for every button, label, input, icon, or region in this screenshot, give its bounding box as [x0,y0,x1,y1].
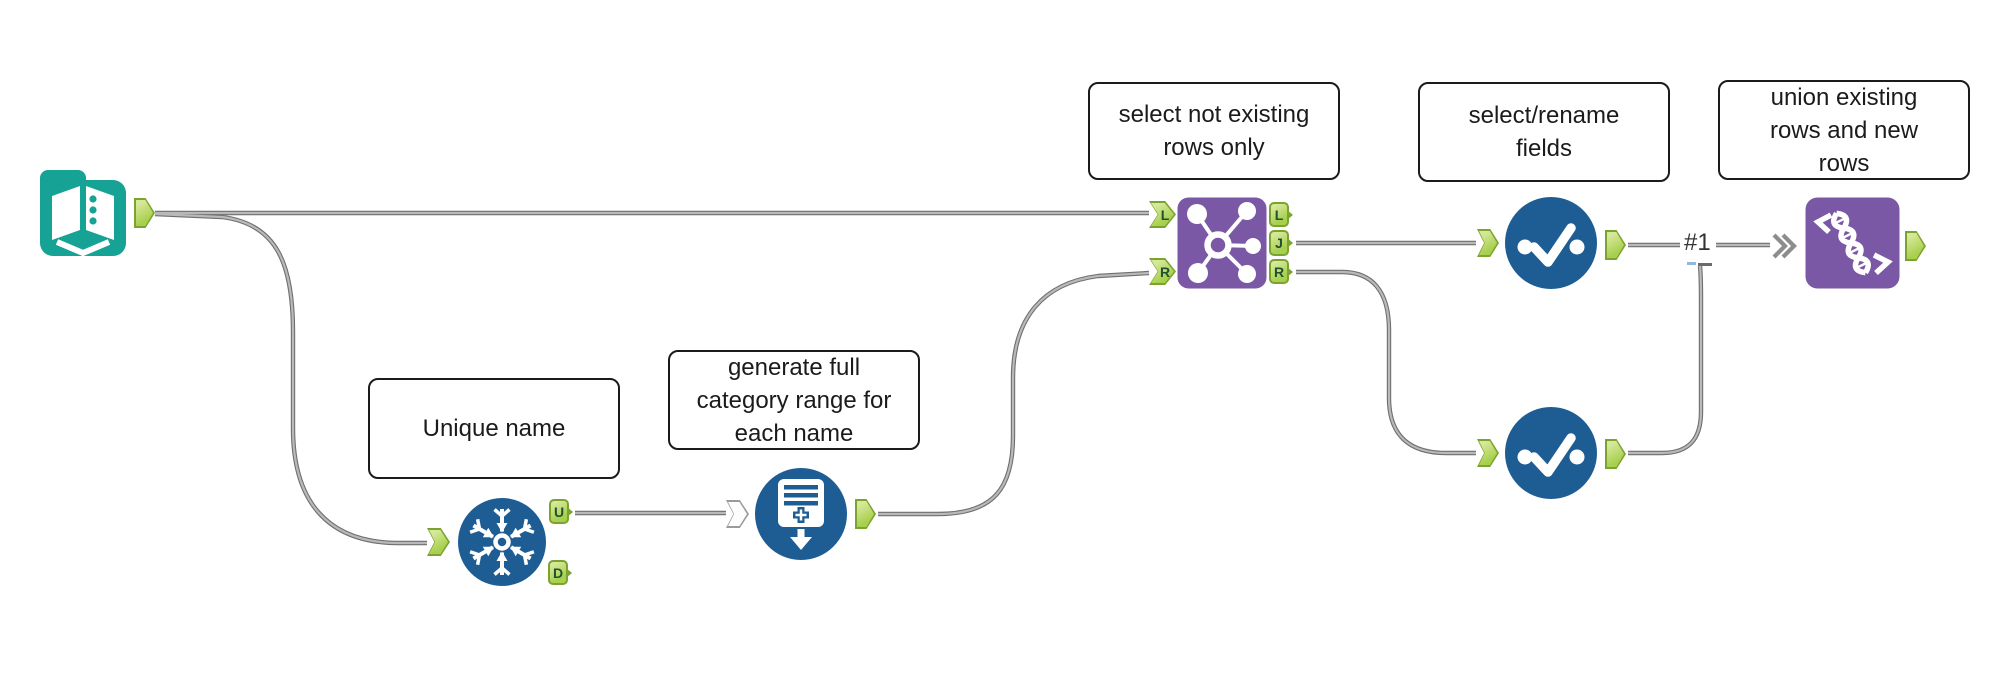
port-generate-rows-input[interactable] [726,500,749,528]
annotation-line: union existing [1770,83,1918,111]
port-letter: L [1274,206,1284,223]
port-unique-output-u[interactable]: U [549,499,569,524]
network-join-icon [1177,197,1267,289]
annotation-line: rows and new [1769,116,1919,144]
dash-mark [1698,263,1712,266]
connection-select2-to-union[interactable] [1626,264,1703,455]
annotation-generate-rows[interactable]: generate full category range for each na… [668,350,920,450]
annotation-line: select not existing [1118,101,1310,128]
annotation-line: category range for [696,386,892,414]
annotation-line: rows only [1163,134,1265,161]
port-letter: R [1273,263,1285,280]
annotation-join[interactable]: select not existing rows only [1088,82,1340,180]
port-select-1-output[interactable] [1605,230,1626,260]
port-letter: R [1159,263,1171,280]
tool-input-data[interactable] [38,168,128,258]
tool-select-2[interactable] [1504,406,1598,500]
tool-generate-rows[interactable] [754,467,848,561]
checkmark-dots-icon [1505,407,1597,499]
double-chevron-icon [1772,233,1797,259]
dna-helix-icon [1805,197,1900,289]
annotation-unique-name[interactable]: Unique name [368,378,620,479]
port-unique-input[interactable] [427,528,450,556]
port-unique-output-d[interactable]: D [548,560,568,585]
snowflake-icon [458,498,546,586]
port-select-2-input[interactable] [1477,439,1499,467]
wire-underlay [1296,272,1476,453]
port-join-output-r[interactable]: R [1269,259,1289,284]
tool-join[interactable] [1177,197,1267,289]
port-generate-rows-output[interactable] [855,499,876,529]
annotation-line: rows [1818,149,1870,177]
tool-select-1[interactable] [1504,196,1598,290]
port-letter: U [553,503,565,520]
port-input-data-output[interactable] [134,198,155,228]
document-plus-arrow-icon [755,468,847,560]
annotation-line: Unique name [422,415,566,442]
port-select-1-input[interactable] [1477,229,1499,257]
connection-label-1: #1 [1682,229,1713,257]
annotation-line: select/rename [1468,102,1620,129]
tool-unique[interactable] [457,497,547,587]
annotation-line: each name [734,419,854,447]
checkmark-dots-icon [1505,197,1597,289]
port-join-output-l[interactable]: L [1269,202,1289,227]
port-letter: D [552,564,564,581]
port-union-output[interactable] [1905,231,1926,261]
port-union-multi-input[interactable] [1770,231,1800,261]
annotation-line: generate full [727,353,861,381]
annotation-line: fields [1515,135,1573,162]
open-book-icon [40,170,126,257]
port-letter: J [1275,235,1283,251]
wire-underlay [1628,266,1701,453]
tool-union[interactable] [1805,197,1900,289]
annotation-union[interactable]: union existing rows and new rows [1718,80,1970,180]
port-select-2-output[interactable] [1605,439,1626,469]
annotation-select-rename[interactable]: select/rename fields [1418,82,1670,182]
port-letter: L [1160,206,1170,223]
dash-mark [1687,262,1696,265]
port-join-output-j[interactable]: J [1269,230,1289,256]
